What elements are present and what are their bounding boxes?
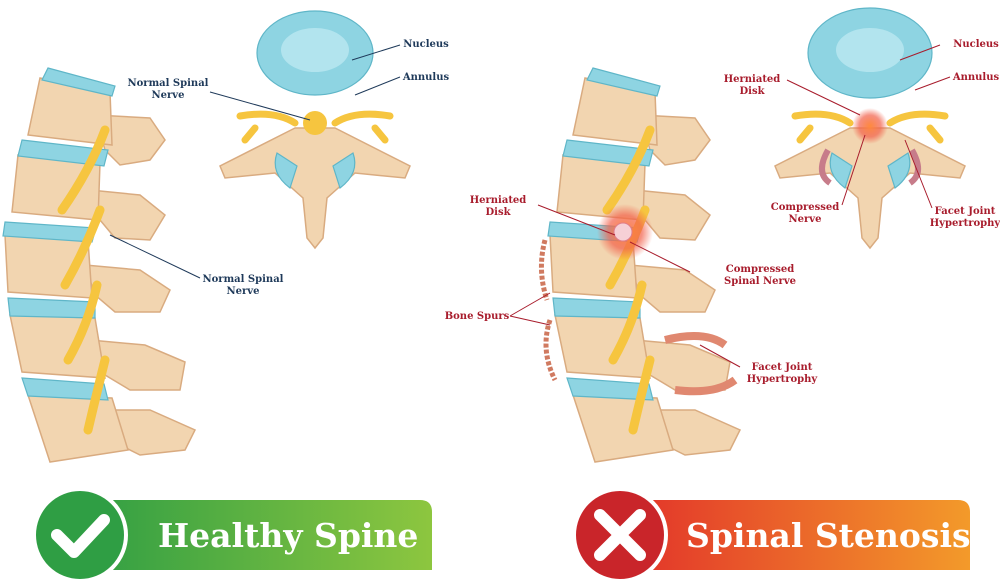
spinal-stenosis-banner: Spinal Stenosis bbox=[572, 487, 971, 583]
label-bone-spurs: Bone Spurs bbox=[445, 311, 510, 322]
label-herniated-top-line2: Disk bbox=[739, 86, 765, 97]
label-nucleus-stenosis: Nucleus bbox=[953, 39, 999, 50]
label-compressed-spinal-nerve-line2: Spinal Nerve bbox=[724, 276, 796, 287]
label-compressed-nerve: Compressed bbox=[771, 202, 839, 213]
label-normal-nerve-top: Normal Spinal bbox=[128, 78, 209, 89]
label-compressed-nerve-line2: Nerve bbox=[789, 214, 822, 225]
healthy-spine-side-view bbox=[3, 68, 195, 462]
spinal-stenosis-title: Spinal Stenosis bbox=[686, 516, 971, 555]
label-herniated-side: Herniated bbox=[470, 195, 527, 206]
label-compressed-spinal-nerve: Compressed bbox=[726, 264, 794, 275]
label-facet-top-line2: Hypertrophy bbox=[930, 218, 1000, 229]
label-annulus-stenosis: Annulus bbox=[952, 72, 1000, 83]
healthy-cross-section bbox=[220, 10, 410, 248]
label-herniated-top: Herniated bbox=[724, 74, 781, 85]
stenosis-cross-section bbox=[775, 7, 965, 248]
stenosis-labels: Nucleus Annulus Herniated Disk Compresse… bbox=[445, 39, 1000, 385]
check-icon bbox=[51, 514, 110, 558]
label-normal-nerve-top-line2: Nerve bbox=[152, 90, 185, 101]
label-normal-nerve-side-line2: Nerve bbox=[227, 286, 260, 297]
label-herniated-side-line2: Disk bbox=[485, 207, 511, 218]
healthy-spine-banner: Healthy Spine bbox=[32, 487, 432, 583]
label-facet-side: Facet Joint bbox=[752, 362, 813, 373]
healthy-spine-title: Healthy Spine bbox=[158, 516, 418, 555]
label-annulus: Annulus bbox=[402, 72, 450, 83]
x-icon bbox=[594, 509, 646, 561]
stenosis-spine-side-view bbox=[539, 68, 740, 462]
label-facet-top: Facet Joint bbox=[935, 206, 996, 217]
label-nucleus: Nucleus bbox=[403, 39, 449, 50]
label-facet-side-line2: Hypertrophy bbox=[747, 374, 819, 385]
label-normal-nerve-side: Normal Spinal bbox=[203, 274, 284, 285]
